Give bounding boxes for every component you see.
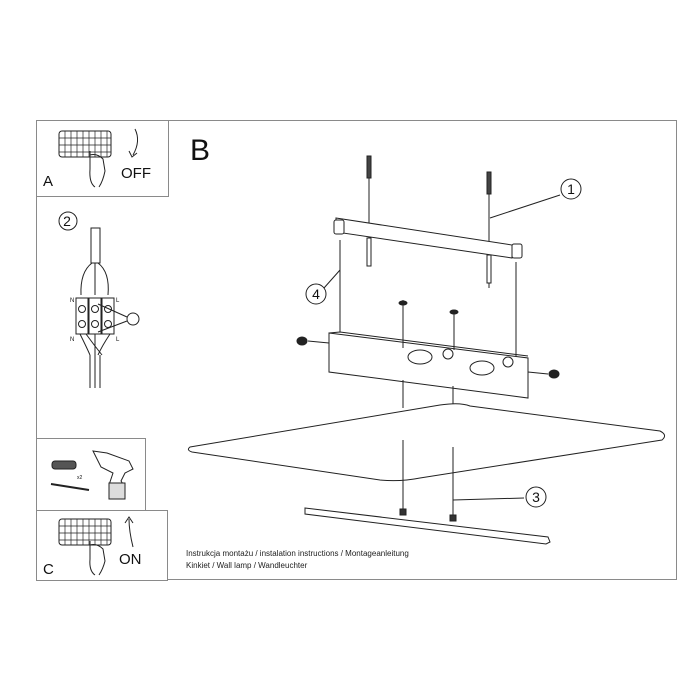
panel-c-letter: C bbox=[43, 561, 54, 578]
circuit-breaker-off-icon bbox=[58, 128, 139, 188]
drill-icon: x2 bbox=[50, 450, 134, 500]
svg-text:N: N bbox=[70, 298, 74, 304]
circuit-breaker-on-icon bbox=[58, 516, 134, 576]
panel-a: A OFF bbox=[36, 120, 169, 197]
panel-c: C ON bbox=[36, 510, 168, 581]
svg-text:L: L bbox=[116, 298, 120, 304]
on-label: ON bbox=[119, 551, 142, 568]
svg-text:x2: x2 bbox=[77, 475, 83, 481]
panel-drill: x2 bbox=[36, 438, 146, 511]
svg-text:L: L bbox=[116, 337, 120, 343]
caption-line-2: Kinkiet / Wall lamp / Wandleuchter bbox=[186, 561, 308, 570]
ground-symbol-icon bbox=[126, 312, 140, 326]
svg-text:N: N bbox=[70, 337, 74, 343]
caption-line-1: Instrukcja montażu / instalation instruc… bbox=[186, 549, 409, 558]
svg-text:2: 2 bbox=[63, 213, 71, 229]
panel-b-letter: B bbox=[190, 134, 211, 167]
panel-a-letter: A bbox=[43, 173, 54, 190]
off-label: OFF bbox=[121, 165, 151, 182]
wiring-diagram: 2 N L N L bbox=[36, 200, 176, 400]
diagram-frame bbox=[36, 120, 677, 580]
wiring-terminal-icon: 2 N L N L bbox=[58, 211, 140, 388]
